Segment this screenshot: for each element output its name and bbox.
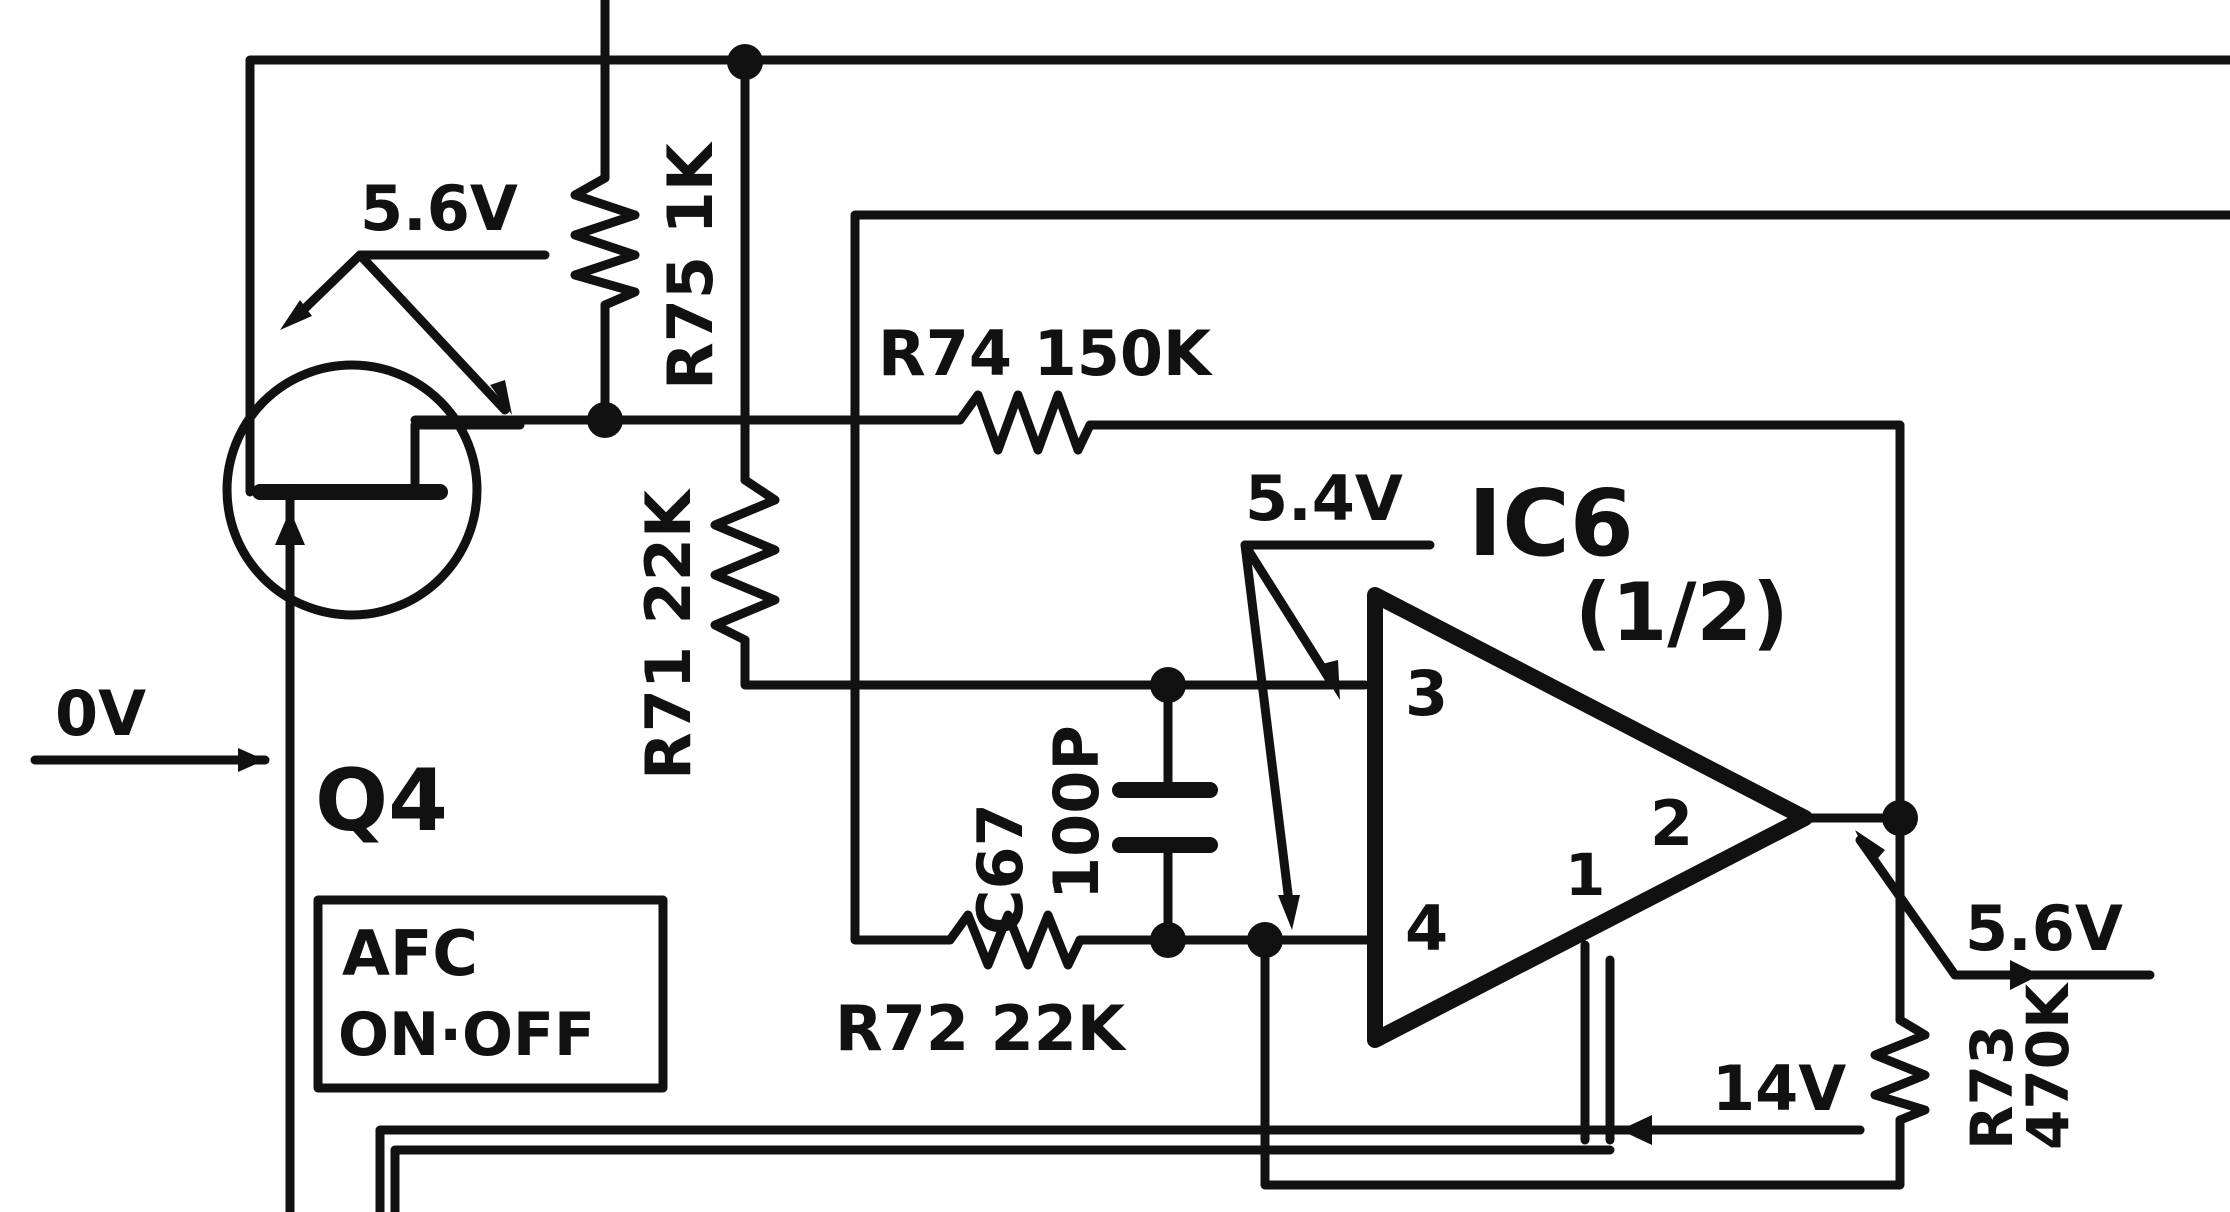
opamp-ic6 bbox=[1240, 540, 2155, 1145]
ic6-pin3-label: 3 bbox=[1405, 657, 1448, 730]
resistor-r72 bbox=[930, 910, 1085, 970]
output-voltage-label: 5.6V bbox=[1965, 892, 2123, 965]
r71-label: R71 22K bbox=[632, 488, 705, 780]
r72-label: R72 22K bbox=[835, 992, 1127, 1065]
ic6-part-label: (1/2) bbox=[1575, 566, 1789, 659]
q4-emitter-voltage: 5.6V bbox=[360, 172, 518, 245]
r73-ref-label: R73 bbox=[1958, 1025, 2026, 1150]
q4-base-voltage: 0V bbox=[55, 677, 146, 750]
ic6-pin3-voltage: 5.4V bbox=[1245, 462, 1403, 535]
ic6-pin1-label: 1 bbox=[1565, 841, 1605, 909]
afc-label: AFC bbox=[342, 917, 478, 990]
c67-ref-label: C67 bbox=[964, 803, 1037, 935]
junctions bbox=[587, 44, 1918, 958]
q4-ref-label: Q4 bbox=[315, 751, 448, 851]
c67-value-label: 100P bbox=[1040, 725, 1113, 900]
ic6-ref-label: IC6 bbox=[1468, 470, 1634, 577]
supply-voltage-label: 14V bbox=[1712, 1052, 1846, 1125]
on-off-label: ON·OFF bbox=[338, 1000, 595, 1070]
ic6-pin4-label: 4 bbox=[1405, 892, 1448, 965]
r73-value-label: 470K bbox=[2014, 982, 2082, 1150]
resistor-r73 bbox=[1870, 1015, 1930, 1125]
afc-switch-box bbox=[313, 895, 668, 1093]
resistor-r74 bbox=[935, 390, 1095, 455]
r75-label: R75 1K bbox=[654, 141, 727, 390]
capacitor-c67 bbox=[1112, 782, 1218, 853]
transistor-q4 bbox=[222, 250, 550, 620]
r74-label: R74 150K bbox=[878, 317, 1213, 390]
ic6-pin2-label: 2 bbox=[1650, 787, 1693, 860]
resistor-r71 bbox=[710, 475, 780, 645]
resistor-r75 bbox=[570, 145, 640, 310]
